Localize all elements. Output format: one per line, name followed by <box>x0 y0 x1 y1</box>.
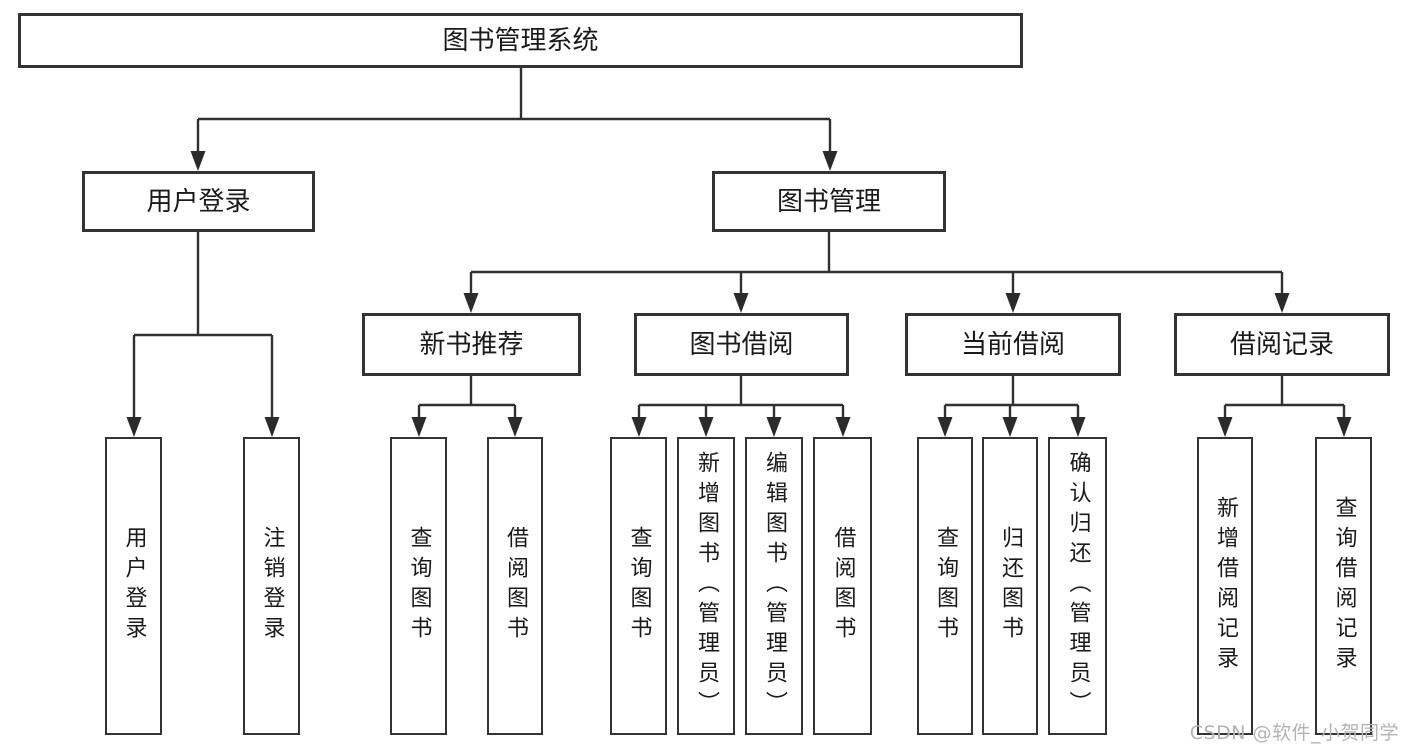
leaf-add-book-admin: 新增图书（管理员） <box>677 437 735 735</box>
leaf-edit-book-admin: 编辑图书（管理员） <box>745 437 803 735</box>
leaf-query-borrow-record: 查询借阅记录 <box>1315 437 1372 735</box>
leaf-label: 新增借阅记录 <box>1213 496 1238 676</box>
node-current-borrow: 当前借阅 <box>905 313 1121 376</box>
leaf-label: 借阅图书 <box>503 526 528 646</box>
leaf-label: 注销登录 <box>259 526 285 646</box>
leaf-query-books-current: 查询图书 <box>917 437 973 735</box>
leaf-query-books-recommend: 查询图书 <box>390 437 447 735</box>
leaf-label: 用户登录 <box>121 526 147 646</box>
node-root: 图书管理系统 <box>18 13 1023 68</box>
leaf-query-books-borrow: 查询图书 <box>610 437 667 735</box>
leaf-return-book: 归还图书 <box>982 437 1038 735</box>
leaf-label: 查询借阅记录 <box>1331 496 1357 676</box>
watermark: CSDN @软件_小贺同学 <box>1189 722 1399 744</box>
leaf-label: 查询图书 <box>626 526 652 646</box>
leaf-label: 查询图书 <box>933 526 958 646</box>
leaf-logout: 注销登录 <box>243 437 300 735</box>
node-new-book-recommend: 新书推荐 <box>362 313 581 376</box>
leaf-label: 确认归还（管理员） <box>1065 451 1091 721</box>
leaf-label: 归还图书 <box>998 526 1023 646</box>
leaf-label: 新增图书（管理员） <box>694 451 719 721</box>
arrowheads <box>126 151 1352 437</box>
node-borrow-records: 借阅记录 <box>1174 313 1390 376</box>
leaf-label: 借阅图书 <box>830 526 856 646</box>
node-user-login: 用户登录 <box>82 171 315 232</box>
node-book-management: 图书管理 <box>712 171 946 232</box>
leaf-confirm-return-admin: 确认归还（管理员） <box>1048 437 1107 735</box>
leaf-label: 编辑图书（管理员） <box>762 451 787 721</box>
leaf-user-login: 用户登录 <box>105 437 162 735</box>
leaf-borrow-books: 借阅图书 <box>813 437 872 735</box>
leaf-label: 查询图书 <box>406 526 432 646</box>
leaf-add-borrow-record: 新增借阅记录 <box>1197 437 1253 735</box>
node-book-borrow: 图书借阅 <box>634 313 849 376</box>
leaf-borrow-books-recommend: 借阅图书 <box>487 437 543 735</box>
